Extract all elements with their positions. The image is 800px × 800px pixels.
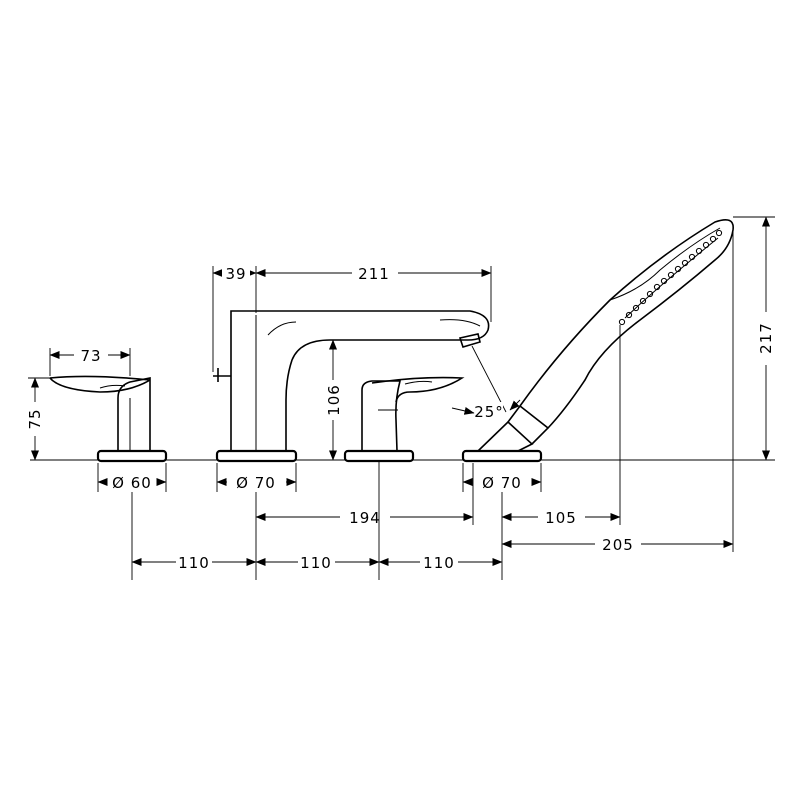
dim-shower-height: 217 [757, 322, 775, 354]
dim-handle-length: 73 [80, 347, 101, 365]
dimension-spout-to-holder: 194 [255, 463, 474, 527]
dim-spacing-2: 110 [300, 554, 332, 572]
dim-spout-height: 106 [325, 384, 343, 416]
hand-shower [461, 219, 734, 463]
right-handle [343, 376, 465, 463]
dim-shower-offset-2: 205 [602, 536, 634, 554]
dimension-shower-offset-1: 105 [501, 325, 621, 570]
spout [213, 310, 490, 463]
dimension-shower-offset-2: 205 [501, 225, 734, 554]
shower-holder-base [461, 449, 543, 463]
left-handle-base [96, 449, 168, 463]
dim-spout-to-holder: 194 [349, 509, 381, 527]
dim-shower-offset-1: 105 [545, 509, 577, 527]
dimension-spout-height: 106 [325, 339, 352, 461]
dim-spout-length: 211 [358, 265, 390, 283]
dimension-handle-length: 73 [49, 347, 131, 376]
dimension-shower-height: 217 [733, 216, 775, 461]
dimension-handle-height: 75 [26, 377, 50, 461]
dim-spacing-1: 110 [178, 554, 210, 572]
left-handle [49, 375, 168, 463]
spout-base [215, 449, 298, 463]
dim-base-diameter-spout: Ø 70 [236, 474, 276, 492]
dimension-top: 39 211 [212, 264, 492, 372]
dim-spacing-3: 110 [423, 554, 455, 572]
dim-base-diameter-shower: Ø 70 [482, 474, 522, 492]
shower-spray-holes [618, 229, 723, 326]
dimension-spacing: 110 110 110 [131, 462, 503, 580]
dimension-base-diameters: Ø 60 Ø 70 Ø 70 [97, 463, 542, 492]
dimension-angle: 25° [451, 345, 521, 421]
dim-base-diameter-handle: Ø 60 [112, 474, 152, 492]
dim-handle-height: 75 [26, 408, 44, 429]
dim-spout-offset: 39 [225, 265, 246, 283]
right-handle-base [343, 449, 415, 463]
dim-shower-angle: 25° [474, 403, 504, 421]
